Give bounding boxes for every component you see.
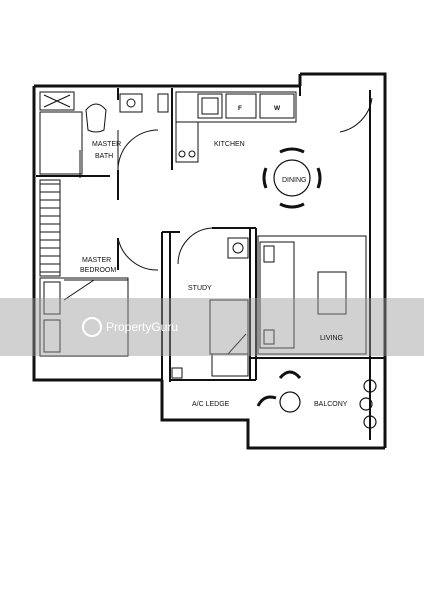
living-furniture <box>257 235 367 355</box>
watermark-text: PropertyGuru <box>106 320 178 334</box>
watermark: PropertyGuru <box>0 298 424 356</box>
inner-walls <box>36 86 385 440</box>
study-desk <box>209 237 249 377</box>
bed <box>39 277 129 357</box>
kitchen-label: KITCHEN <box>214 141 245 148</box>
study-label: STUDY <box>188 285 212 292</box>
master-bedroom-label-line2: BEDROOM <box>80 267 116 274</box>
room-labels: MASTER BATH KITCHEN DINING MASTER BEDROO… <box>80 105 348 408</box>
kitchen-fixtures <box>175 91 297 163</box>
living-label: LIVING <box>320 335 343 342</box>
master-bedroom-label-line1: MASTER <box>82 257 111 264</box>
bath-fixtures <box>39 91 169 175</box>
master-bath-label-line2: BATH <box>95 153 113 160</box>
ac-ledge-label: A/C LEDGE <box>192 401 230 408</box>
door-swings <box>79 97 373 271</box>
fridge-label: F <box>238 105 242 112</box>
master-bath-label-line1: MASTER <box>92 141 121 148</box>
balcony-label: BALCONY <box>314 401 348 408</box>
dining-table <box>262 147 322 209</box>
washer-label: W <box>274 105 281 112</box>
dining-label: DINING <box>282 177 307 184</box>
balcony-furniture <box>256 370 377 429</box>
ac-ledge-box <box>171 367 183 379</box>
wardrobe <box>39 179 61 277</box>
